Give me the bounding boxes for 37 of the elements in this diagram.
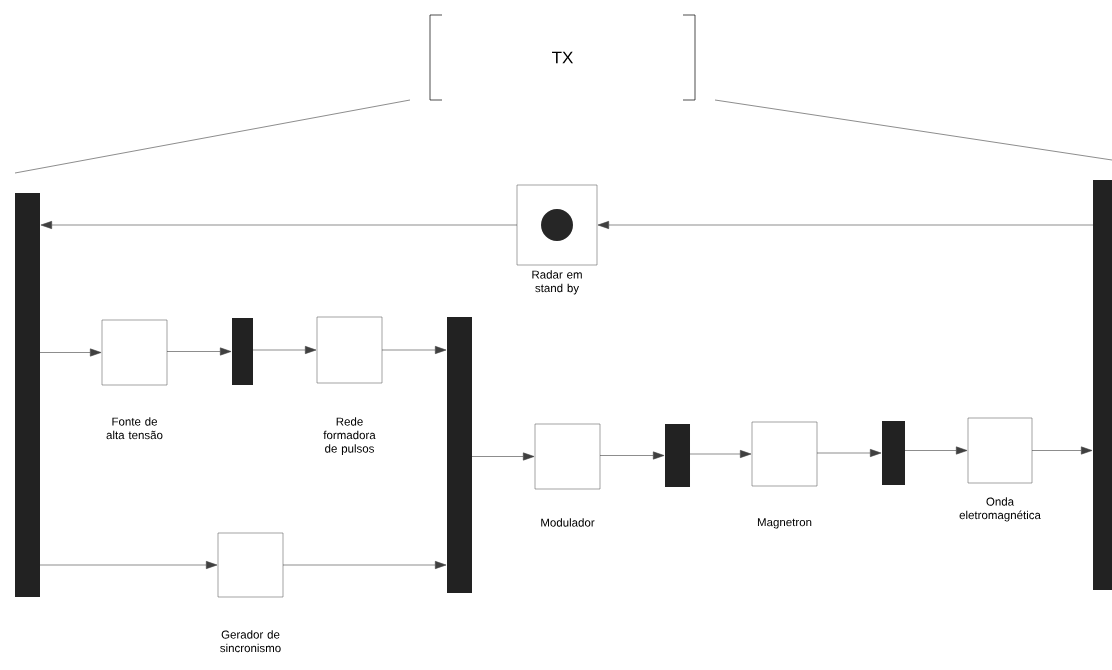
arrow [689,450,752,458]
zoom-line [714,99,1112,161]
arrow [816,449,882,457]
node-caption: Onda eletromagnética [959,497,1041,522]
arrow [1031,446,1093,455]
arrow [39,348,102,357]
arrow [381,346,447,354]
node-caption: Modulador [541,518,595,527]
arrow [39,561,218,569]
arrow [471,452,535,461]
arrow [252,346,317,354]
node-caption: Rede formadora de pulsos [323,417,376,455]
box [217,532,284,598]
node-caption: Magnetron [757,518,812,529]
box [316,316,383,384]
zoom-line [14,99,411,174]
bracket-label: TX [429,14,696,101]
node-caption: Fonte de alta tensão [106,417,163,440]
bar [232,318,253,385]
arrow [166,347,232,356]
arrow [282,561,447,569]
bar [447,317,472,593]
box [101,319,168,386]
box [967,417,1033,484]
node-caption: Radar em stand by [532,270,582,295]
bar [15,193,40,597]
box-with-circle [516,184,598,266]
bar [665,424,690,487]
arrow [40,221,518,229]
arrow [904,446,968,455]
bar [882,421,905,485]
arrow [597,221,1094,229]
box [534,423,601,490]
arrow [599,451,665,460]
bar [1093,180,1112,590]
node-caption: Gerador de sincronismo [220,630,281,653]
box [751,421,818,487]
